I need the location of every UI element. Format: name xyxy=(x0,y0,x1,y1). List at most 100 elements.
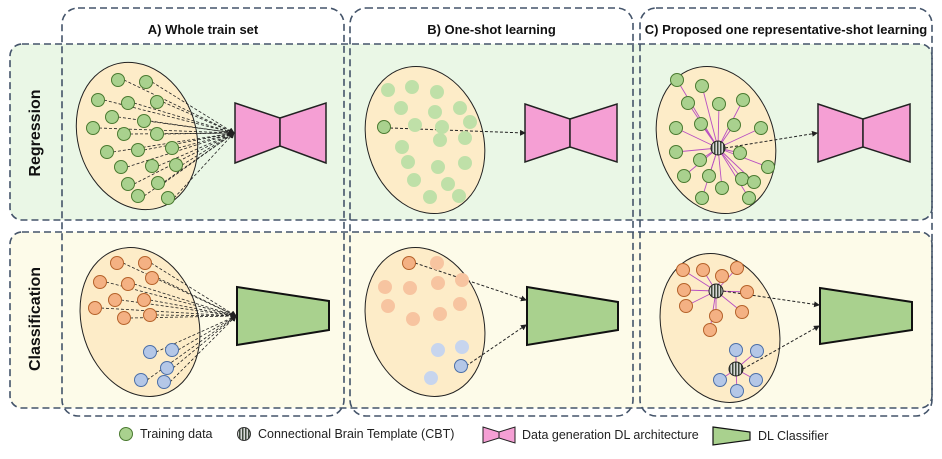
training-node-class-2 xyxy=(713,373,727,387)
faded-training-node-class-1 xyxy=(431,276,445,290)
training-node-class-1 xyxy=(696,263,710,277)
connection-line xyxy=(172,315,237,369)
faded-training-node xyxy=(458,156,472,170)
faded-training-node xyxy=(405,80,419,94)
trapezoid-icon xyxy=(712,426,751,446)
training-node xyxy=(736,93,750,107)
faded-training-node xyxy=(458,131,472,145)
faded-training-node-class-2 xyxy=(424,371,438,385)
faded-training-node xyxy=(408,118,422,132)
faded-training-node-class-1 xyxy=(453,297,467,311)
connection-line xyxy=(133,102,235,135)
connection-line xyxy=(157,132,235,167)
connection-line xyxy=(129,130,235,137)
training-node xyxy=(151,176,165,190)
faded-training-node xyxy=(441,177,455,191)
connection-line xyxy=(717,127,762,149)
selected-training-node xyxy=(377,120,391,134)
training-node xyxy=(131,143,145,157)
connection-line xyxy=(676,79,719,149)
training-node xyxy=(145,159,159,173)
training-node-class-1 xyxy=(676,263,690,277)
faded-training-node xyxy=(453,101,467,115)
column-title-c: C) Proposed one representative-shot lear… xyxy=(644,22,928,37)
faded-training-node-class-1 xyxy=(378,280,392,294)
training-node xyxy=(670,73,684,87)
training-node xyxy=(712,97,726,111)
training-node xyxy=(695,191,709,205)
training-node-class-1 xyxy=(121,277,135,291)
faded-training-node-class-1 xyxy=(406,312,420,326)
data-nodes xyxy=(86,73,775,398)
training-node-class-2 xyxy=(165,343,179,357)
training-node xyxy=(694,117,708,131)
training-node-class-1 xyxy=(703,323,717,337)
training-node-class-1 xyxy=(715,269,729,283)
training-node-class-1 xyxy=(145,271,159,285)
training-node-class-1 xyxy=(117,311,131,325)
training-node xyxy=(117,127,131,141)
connection-line xyxy=(169,315,237,383)
faded-training-node xyxy=(381,83,395,97)
faded-training-node-class-1 xyxy=(403,281,417,295)
training-node xyxy=(121,96,135,110)
connection-line xyxy=(717,147,750,199)
faded-training-node-class-1 xyxy=(433,307,447,321)
connection-line xyxy=(122,262,237,317)
faded-training-node xyxy=(463,115,477,129)
legend-classifier-label: DL Classifier xyxy=(758,429,829,443)
legend-training-data: Training data xyxy=(118,426,213,442)
connection-line xyxy=(724,130,818,149)
training-node xyxy=(131,189,145,203)
training-node-class-1 xyxy=(677,283,691,297)
connection-line xyxy=(155,312,237,319)
selected-training-node-class-1 xyxy=(402,256,416,270)
connection-line xyxy=(177,315,237,351)
training-node-class-2 xyxy=(749,373,763,387)
training-node xyxy=(727,118,741,132)
training-node xyxy=(677,169,691,183)
training-node xyxy=(754,121,768,135)
training-node xyxy=(669,121,683,135)
legend-generator-label: Data generation DL architecture xyxy=(522,428,699,442)
training-node xyxy=(139,75,153,89)
connection-line xyxy=(146,315,237,381)
training-node-class-2 xyxy=(157,375,171,389)
training-node-class-2 xyxy=(730,384,744,398)
training-node xyxy=(735,172,749,186)
training-node-class-1 xyxy=(93,275,107,289)
training-node xyxy=(150,127,164,141)
column-title-a: A) Whole train set xyxy=(147,22,259,37)
training-node-class-1 xyxy=(143,308,157,322)
faded-training-node-class-2 xyxy=(455,340,469,354)
connection-line xyxy=(151,81,235,134)
data-pool-b-classification xyxy=(364,247,486,397)
training-node xyxy=(169,158,183,172)
cbt-node xyxy=(710,140,726,156)
training-node-class-2 xyxy=(729,343,743,357)
faded-training-node-class-2 xyxy=(431,343,445,357)
connection-line xyxy=(465,324,527,367)
training-node-class-1 xyxy=(679,299,693,313)
training-node xyxy=(114,160,128,174)
connection-line xyxy=(123,79,235,134)
column-frame-c xyxy=(639,7,933,417)
column-title-b: B) One-shot learning xyxy=(427,22,556,37)
legend: Training data Connectional Brain Templat… xyxy=(0,421,942,451)
faded-training-node xyxy=(401,155,415,169)
training-node-class-2 xyxy=(750,344,764,358)
connection-line xyxy=(126,131,235,168)
bowtie-icon xyxy=(482,426,516,444)
faded-training-node xyxy=(430,85,444,99)
training-node xyxy=(111,73,125,87)
faded-training-node xyxy=(435,120,449,134)
training-node xyxy=(86,121,100,135)
training-node-class-2 xyxy=(160,361,174,375)
row-label-classification: Classification xyxy=(27,266,44,372)
training-node xyxy=(733,146,747,160)
classifier-c xyxy=(819,286,913,346)
training-node xyxy=(165,141,179,155)
training-node xyxy=(742,191,756,205)
connection-line xyxy=(157,277,237,317)
